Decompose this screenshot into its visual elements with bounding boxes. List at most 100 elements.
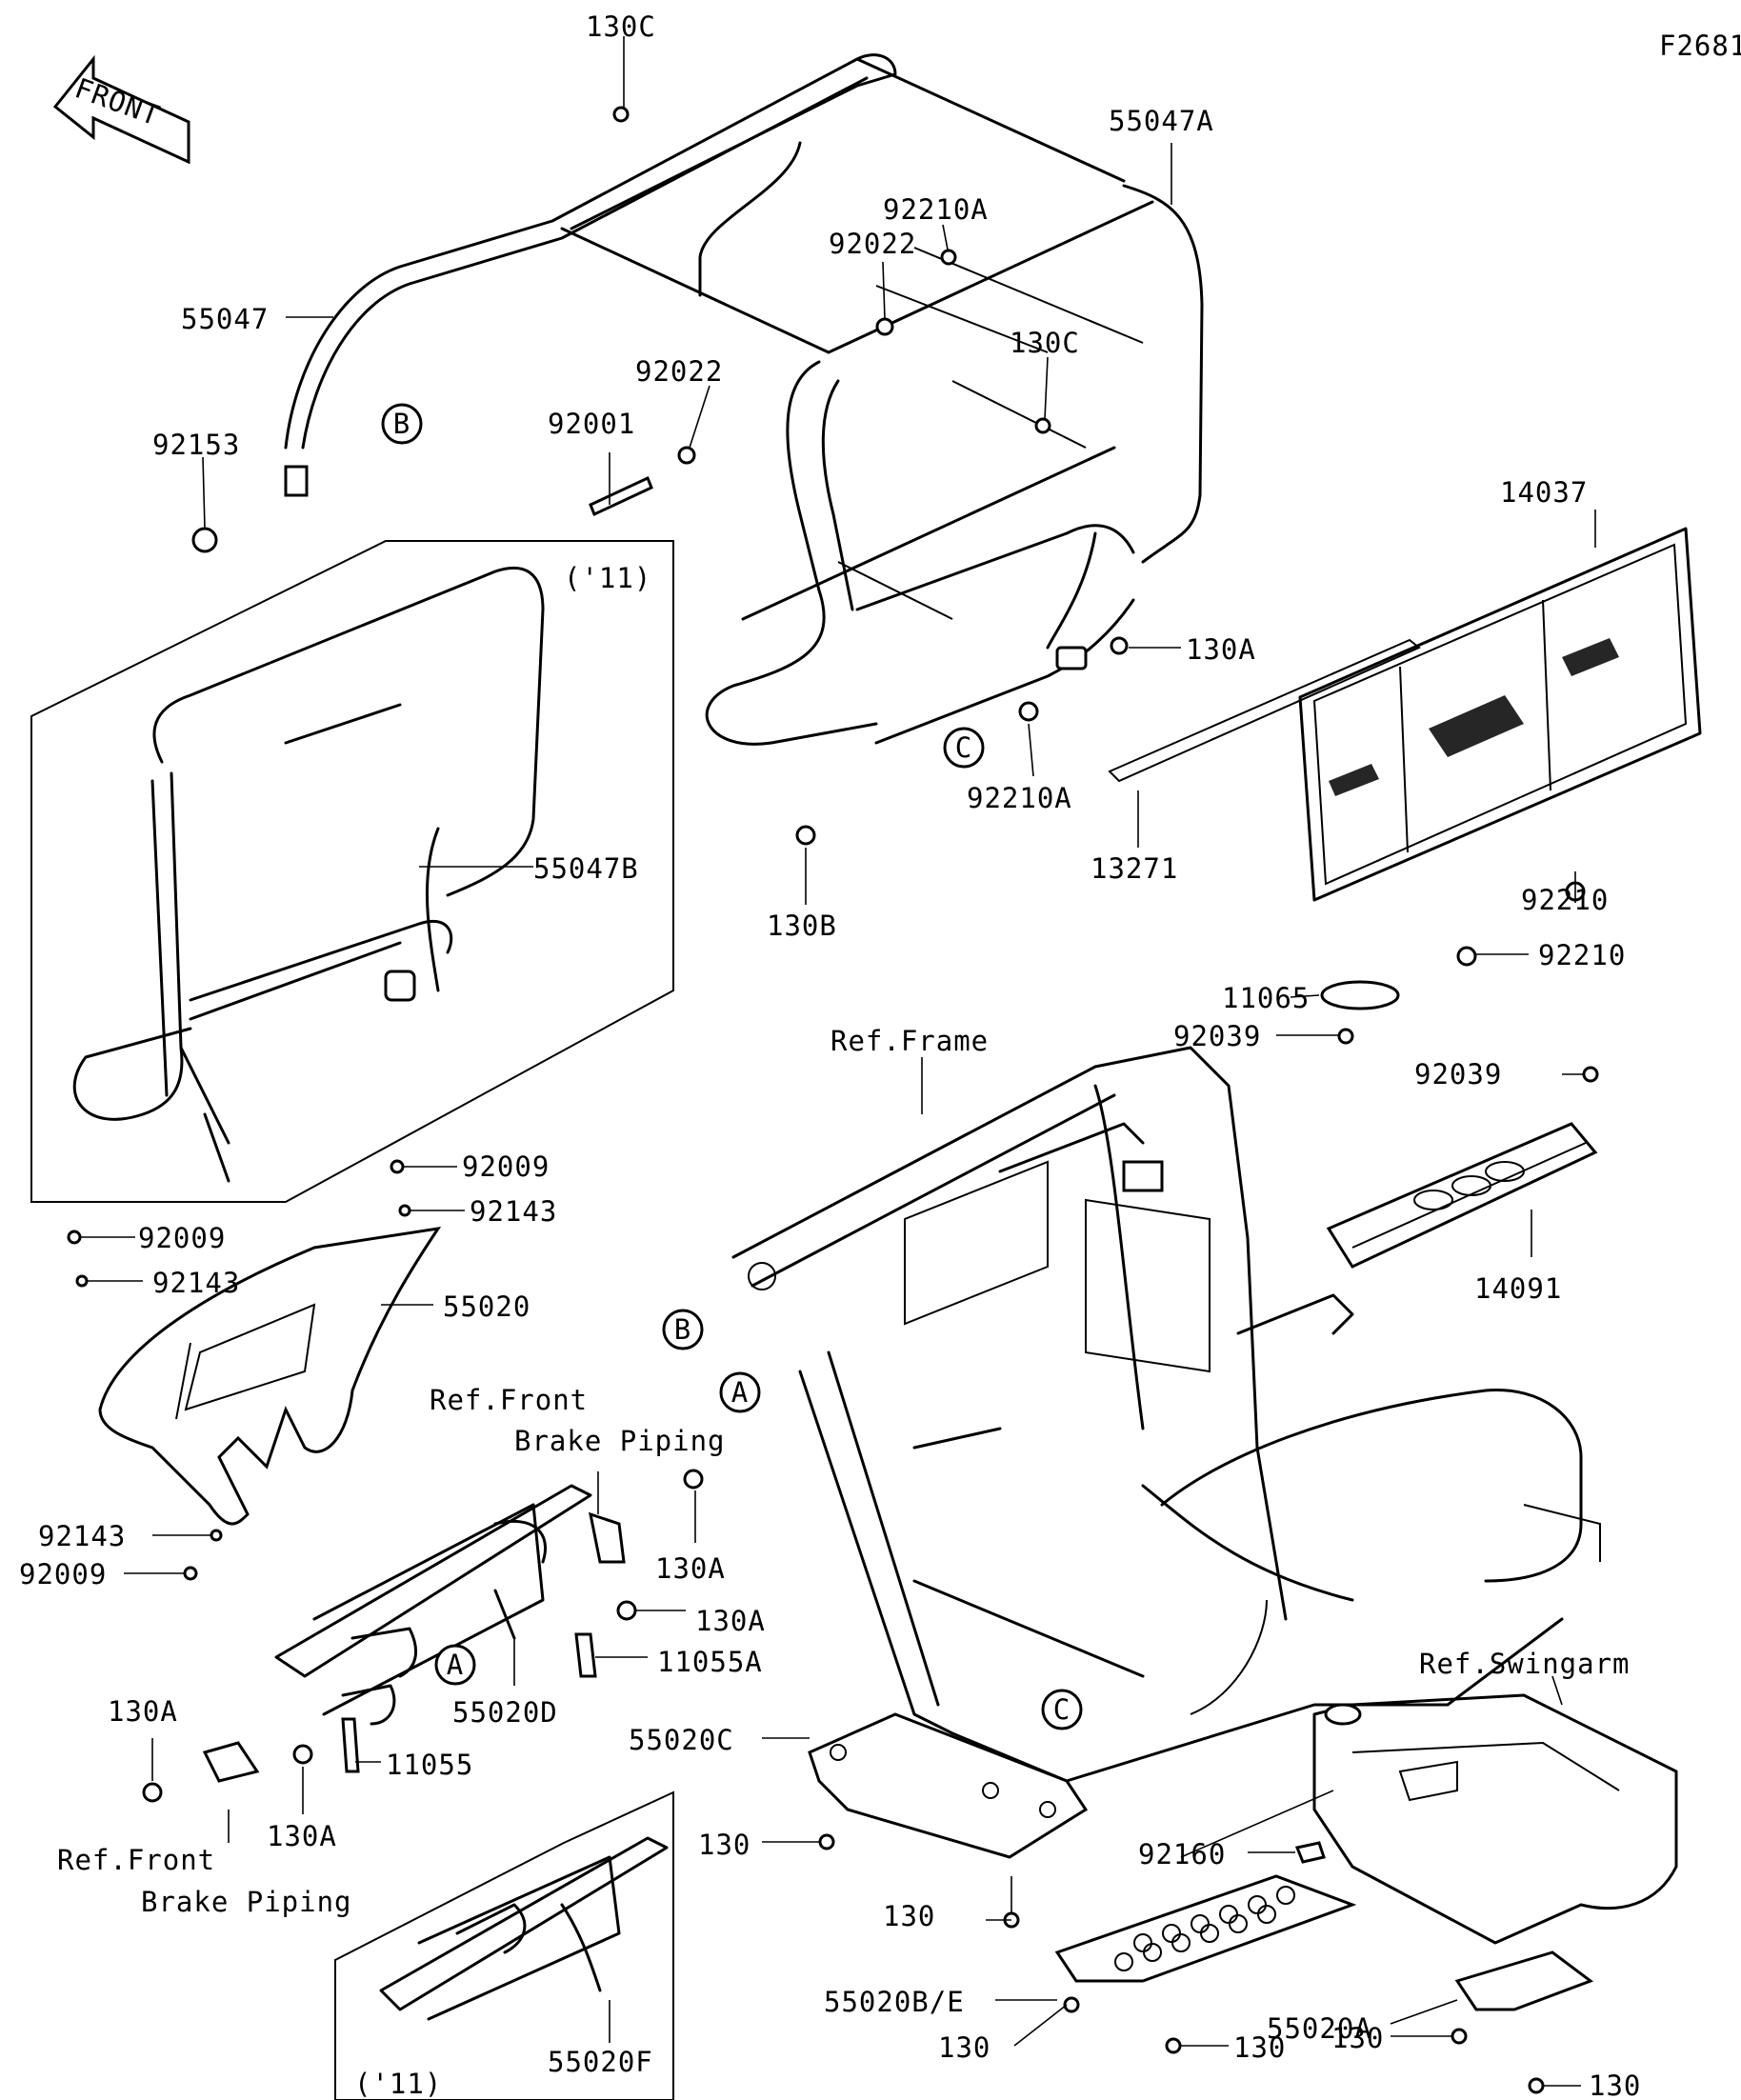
label-92143-b: 92143 bbox=[152, 1267, 240, 1299]
bolt-130-c bbox=[1063, 1996, 1080, 2013]
label-2011-top: ('11) bbox=[564, 562, 651, 594]
svg-text:A: A bbox=[447, 1649, 464, 1681]
grommet-92143-b bbox=[75, 1274, 89, 1288]
label-92143-a: 92143 bbox=[470, 1195, 557, 1228]
bolt-130C-mid bbox=[1034, 417, 1051, 434]
label-2011-bottom: ('11) bbox=[354, 2068, 442, 2100]
label-92039-a: 92039 bbox=[1173, 1020, 1261, 1052]
label-130A-left: 130A bbox=[108, 1695, 178, 1728]
svg-text:B: B bbox=[393, 408, 410, 440]
bolt-130-e bbox=[1451, 2028, 1468, 2045]
callout-a-bracket: A bbox=[434, 1644, 476, 1686]
label-130A-rack: 130A bbox=[1186, 633, 1256, 666]
label-55020A: 55020A bbox=[1267, 2012, 1372, 2045]
bracket-2011-inset bbox=[334, 1790, 674, 2100]
clip-92039-b bbox=[1582, 1066, 1599, 1083]
label-ref-front-brake-2: Brake Piping bbox=[514, 1425, 726, 1457]
skid-plate-55020C bbox=[808, 1712, 1089, 1859]
label-130A-bottom: 130A bbox=[267, 1820, 337, 1852]
label-11055A: 11055A bbox=[657, 1646, 763, 1678]
label-55047B: 55047B bbox=[533, 852, 639, 885]
main-frame bbox=[731, 1046, 1601, 1783]
bolt-130-a bbox=[818, 1833, 835, 1850]
label-55020F: 55020F bbox=[548, 2046, 653, 2078]
label-14091: 14091 bbox=[1474, 1272, 1562, 1305]
callout-c-upper: C bbox=[943, 727, 985, 769]
label-92210-b: 92210 bbox=[1538, 939, 1626, 971]
svg-text:A: A bbox=[731, 1376, 749, 1409]
front-arrow-icon: FRONT bbox=[52, 54, 190, 165]
bolt-92153 bbox=[191, 527, 218, 553]
label-ref-swingarm: Ref.Swingarm bbox=[1419, 1648, 1631, 1680]
bolt-130A-b1 bbox=[683, 1469, 704, 1490]
rear-mesh-panel bbox=[1108, 527, 1702, 902]
under-cover-14091 bbox=[1320, 980, 1598, 1269]
bolt-130C-top bbox=[612, 106, 630, 123]
label-92009-c: 92009 bbox=[19, 1558, 107, 1590]
nut-92210A-mid bbox=[1018, 701, 1039, 722]
bolt-130A-left bbox=[142, 1782, 163, 1803]
label-92009-b: 92009 bbox=[138, 1222, 226, 1254]
skid-plate-55020A bbox=[1454, 1950, 1594, 2011]
svg-text:C: C bbox=[955, 731, 972, 764]
label-92160: 92160 bbox=[1138, 1838, 1226, 1870]
callout-a-frame: A bbox=[719, 1371, 761, 1413]
label-55020BE: 55020B/E bbox=[824, 1986, 965, 2018]
label-14037: 14037 bbox=[1500, 476, 1588, 509]
label-92022-b: 92022 bbox=[635, 355, 723, 388]
label-130-b: 130 bbox=[883, 1900, 935, 1932]
clamp-11055 bbox=[341, 1717, 360, 1773]
front-guard-55020 bbox=[98, 1226, 442, 1526]
callout-b-lower: B bbox=[662, 1309, 704, 1350]
grommet-92143-a bbox=[398, 1204, 411, 1217]
label-92143-c: 92143 bbox=[38, 1520, 126, 1552]
swingarm-reference bbox=[1312, 1693, 1678, 1945]
front-brake-bracket bbox=[202, 1741, 260, 1783]
label-ref-front-brake-4: Brake Piping bbox=[141, 1886, 352, 1918]
label-92001: 92001 bbox=[548, 408, 635, 440]
callout-b-upper: B bbox=[381, 403, 423, 445]
grommet-92160 bbox=[1294, 1841, 1326, 1864]
svg-text:B: B bbox=[674, 1313, 691, 1346]
label-130-d: 130 bbox=[1233, 2031, 1286, 2064]
label-130-f: 130 bbox=[1589, 2070, 1641, 2100]
bolt-130-f bbox=[1528, 2077, 1545, 2094]
label-11065: 11065 bbox=[1222, 982, 1310, 1014]
rivet-92009-a bbox=[390, 1159, 405, 1174]
label-55020: 55020 bbox=[443, 1290, 530, 1323]
label-92022-a: 92022 bbox=[829, 228, 916, 260]
bolt-130-d bbox=[1165, 2037, 1182, 2054]
label-ref-frame: Ref.Frame bbox=[830, 1025, 989, 1057]
part-labels: 130 C 55047A 92210A 92022 55047 92022 130… bbox=[19, 10, 1641, 2100]
cap-11065 bbox=[1320, 980, 1400, 1010]
callout-c-lower: C bbox=[1041, 1689, 1083, 1730]
label-55020D: 55020D bbox=[452, 1696, 558, 1729]
label-92009-a: 92009 bbox=[462, 1150, 550, 1183]
label-92153: 92153 bbox=[152, 429, 240, 461]
bolt-130A-rack bbox=[1110, 636, 1129, 655]
leader-lines bbox=[81, 36, 1596, 2087]
label-130-a: 130 bbox=[698, 1829, 750, 1861]
label-ref-front-brake-3: Ref.Front bbox=[57, 1844, 215, 1876]
label-130B: 130B bbox=[767, 910, 837, 942]
rivet-92009-c bbox=[183, 1566, 198, 1581]
label-92210-a: 92210 bbox=[1521, 884, 1609, 916]
nut-92210-b bbox=[1456, 946, 1477, 967]
figure-id: F2681 bbox=[1659, 30, 1741, 62]
grommet-92143-c bbox=[210, 1529, 223, 1542]
svg-text:C: C bbox=[1053, 1693, 1071, 1726]
label-130-e: 130 bbox=[1331, 2022, 1384, 2054]
washer-92022-b bbox=[677, 446, 696, 465]
label-130A-b2: 130A bbox=[695, 1605, 766, 1637]
label-130A-b1: 130A bbox=[655, 1552, 726, 1585]
label-130-c: 130 bbox=[938, 2031, 991, 2064]
label-55020C: 55020C bbox=[629, 1724, 734, 1756]
label-55047A: 55047A bbox=[1109, 105, 1214, 137]
rivet-92009-b bbox=[67, 1230, 82, 1245]
nut-92210A-top bbox=[940, 249, 957, 266]
bolt-130A-b2 bbox=[616, 1600, 637, 1621]
label-55047: 55047 bbox=[181, 303, 269, 335]
clamp-11055A bbox=[574, 1632, 597, 1678]
bolt-92001 bbox=[589, 475, 653, 517]
